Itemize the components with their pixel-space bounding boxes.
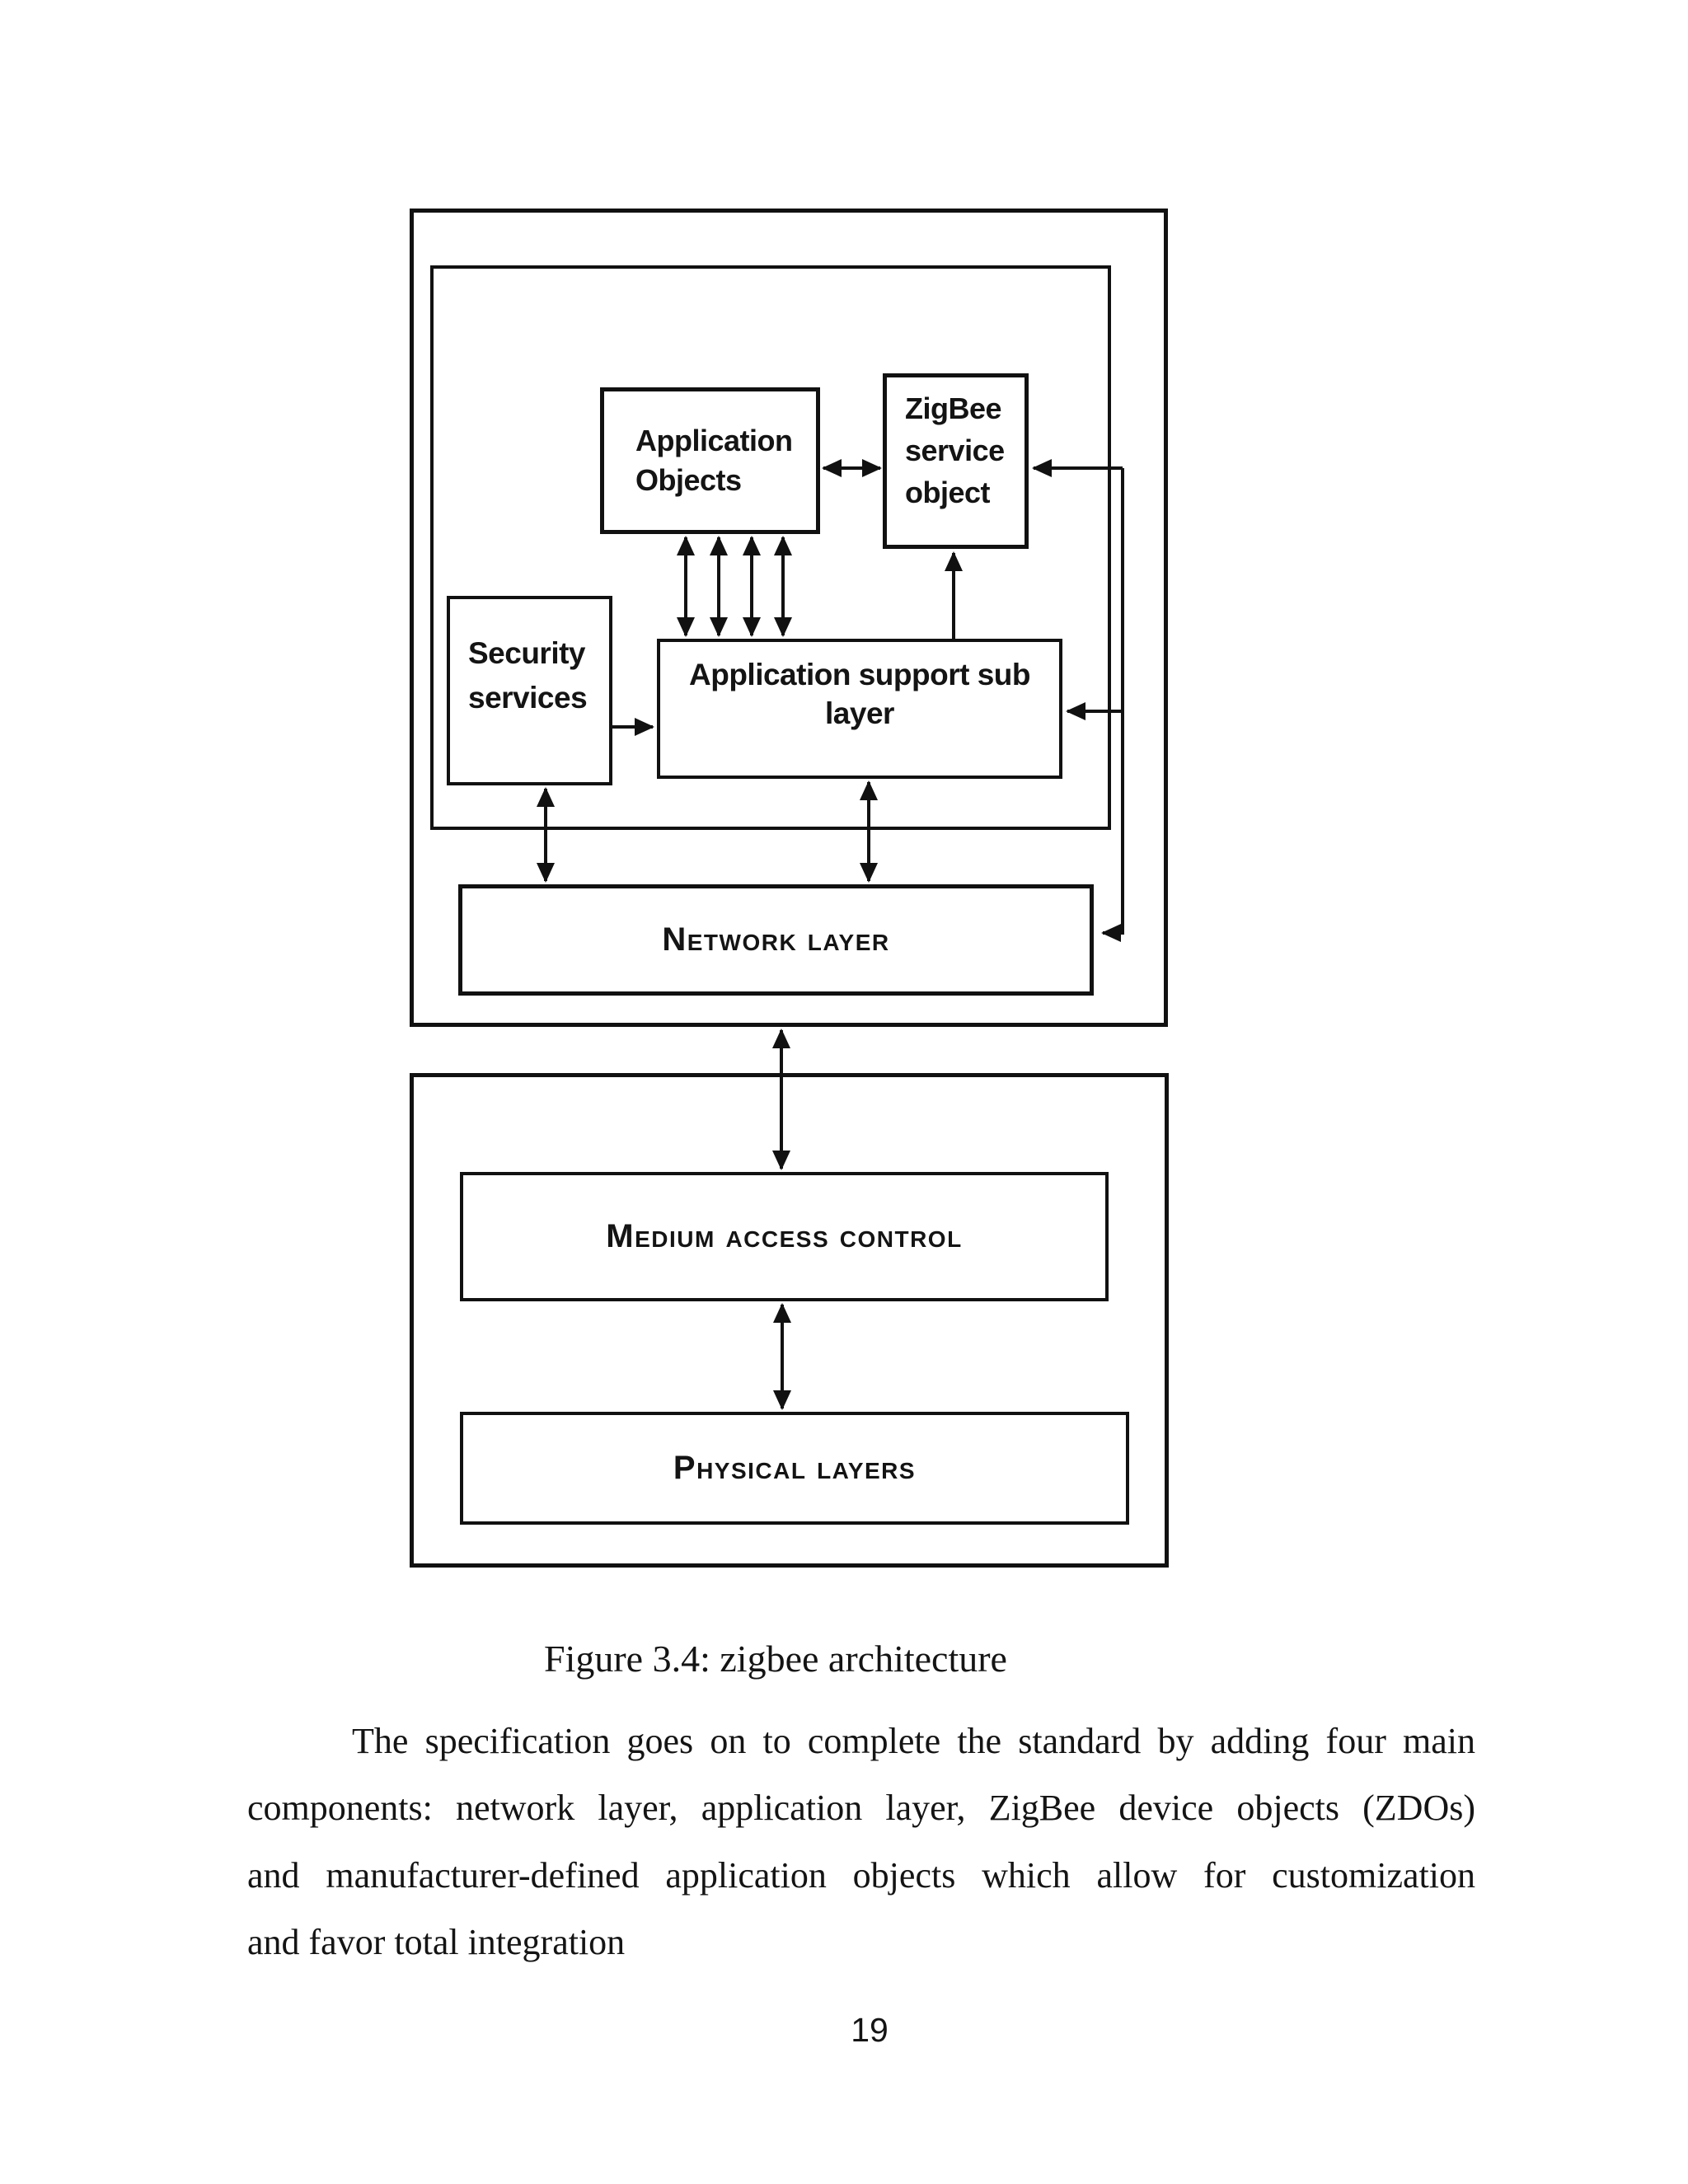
security-services-label-line1: Security — [468, 636, 586, 670]
physical-layers-box: Physical layers — [460, 1412, 1129, 1525]
application-support-sublayer-box: Application support sub layer — [657, 639, 1062, 779]
medium-access-control-label: Medium access control — [606, 1218, 963, 1254]
application-framework-inner-box — [430, 265, 1111, 830]
zigbee-service-object-label-line2: service — [905, 434, 1005, 467]
application-objects-box: Application Objects — [600, 387, 820, 534]
security-services-label-line2: services — [468, 681, 588, 715]
lower-section-outer-box — [410, 1073, 1169, 1568]
figure-caption: Figure 3.4: zigbee architecture — [544, 1638, 1007, 1680]
zigbee-service-object-label-line3: object — [905, 476, 991, 509]
network-layer-box: Network layer — [458, 884, 1094, 996]
paragraph-line: components: network layer, application l… — [247, 1788, 1475, 1829]
body-paragraph: The specification goes on to complete th… — [247, 1708, 1475, 1976]
security-services-box: Security services — [447, 596, 612, 785]
zigbee-service-object-box: ZigBee service object — [883, 373, 1029, 549]
application-support-label-line2: layer — [825, 696, 894, 730]
application-objects-label-line1: Application — [635, 424, 793, 457]
page-number: 19 — [851, 2011, 889, 2049]
medium-access-control-box: Medium access control — [460, 1172, 1109, 1301]
zigbee-service-object-label-line1: ZigBee — [905, 391, 1002, 425]
network-layer-label: Network layer — [662, 921, 890, 958]
application-objects-label-line2: Objects — [635, 463, 742, 497]
paragraph-line: and manufacturer-defined application obj… — [247, 1854, 1475, 1896]
feedback-line-to-network — [1101, 468, 1124, 942]
paragraph-line: The specification goes on to complete th… — [352, 1721, 1475, 1761]
application-section-outer-box — [410, 209, 1168, 1027]
paragraph-line: and favor total integration — [247, 1922, 626, 1963]
physical-layers-label: Physical layers — [673, 1450, 917, 1486]
application-support-label-line1: Application support sub — [689, 658, 1030, 691]
